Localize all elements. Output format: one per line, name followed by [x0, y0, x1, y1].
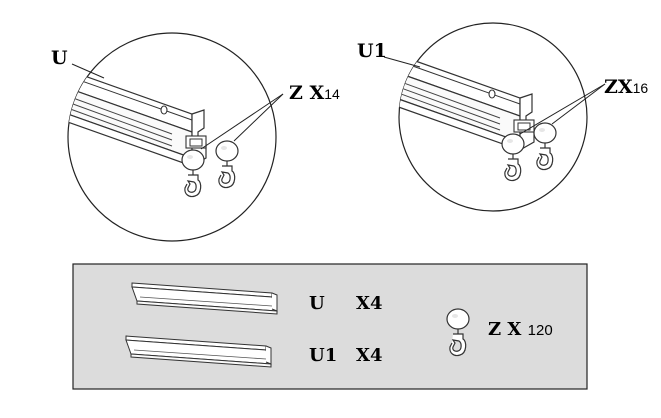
hook-label-right: ZX16 [604, 76, 649, 98]
hook-count-left: 14 [324, 86, 340, 102]
hook-label-left: Z X14 [289, 82, 340, 104]
detail-circle-left [67, 32, 284, 242]
hook-count-box: 120 [527, 322, 553, 339]
part-name-u: U [309, 293, 325, 314]
rail-label-left: U [51, 47, 68, 69]
detail-circle-right [383, 22, 606, 212]
part-qty-u1: X4 [356, 345, 383, 366]
part-name-u1: U1 [309, 345, 338, 366]
hook-count-right: 16 [632, 80, 649, 96]
hook-label-box: Z X 120 [488, 319, 553, 340]
rail-label-right: U1 [357, 40, 387, 62]
parts-box [72, 263, 588, 390]
part-qty-u: X4 [356, 293, 383, 314]
